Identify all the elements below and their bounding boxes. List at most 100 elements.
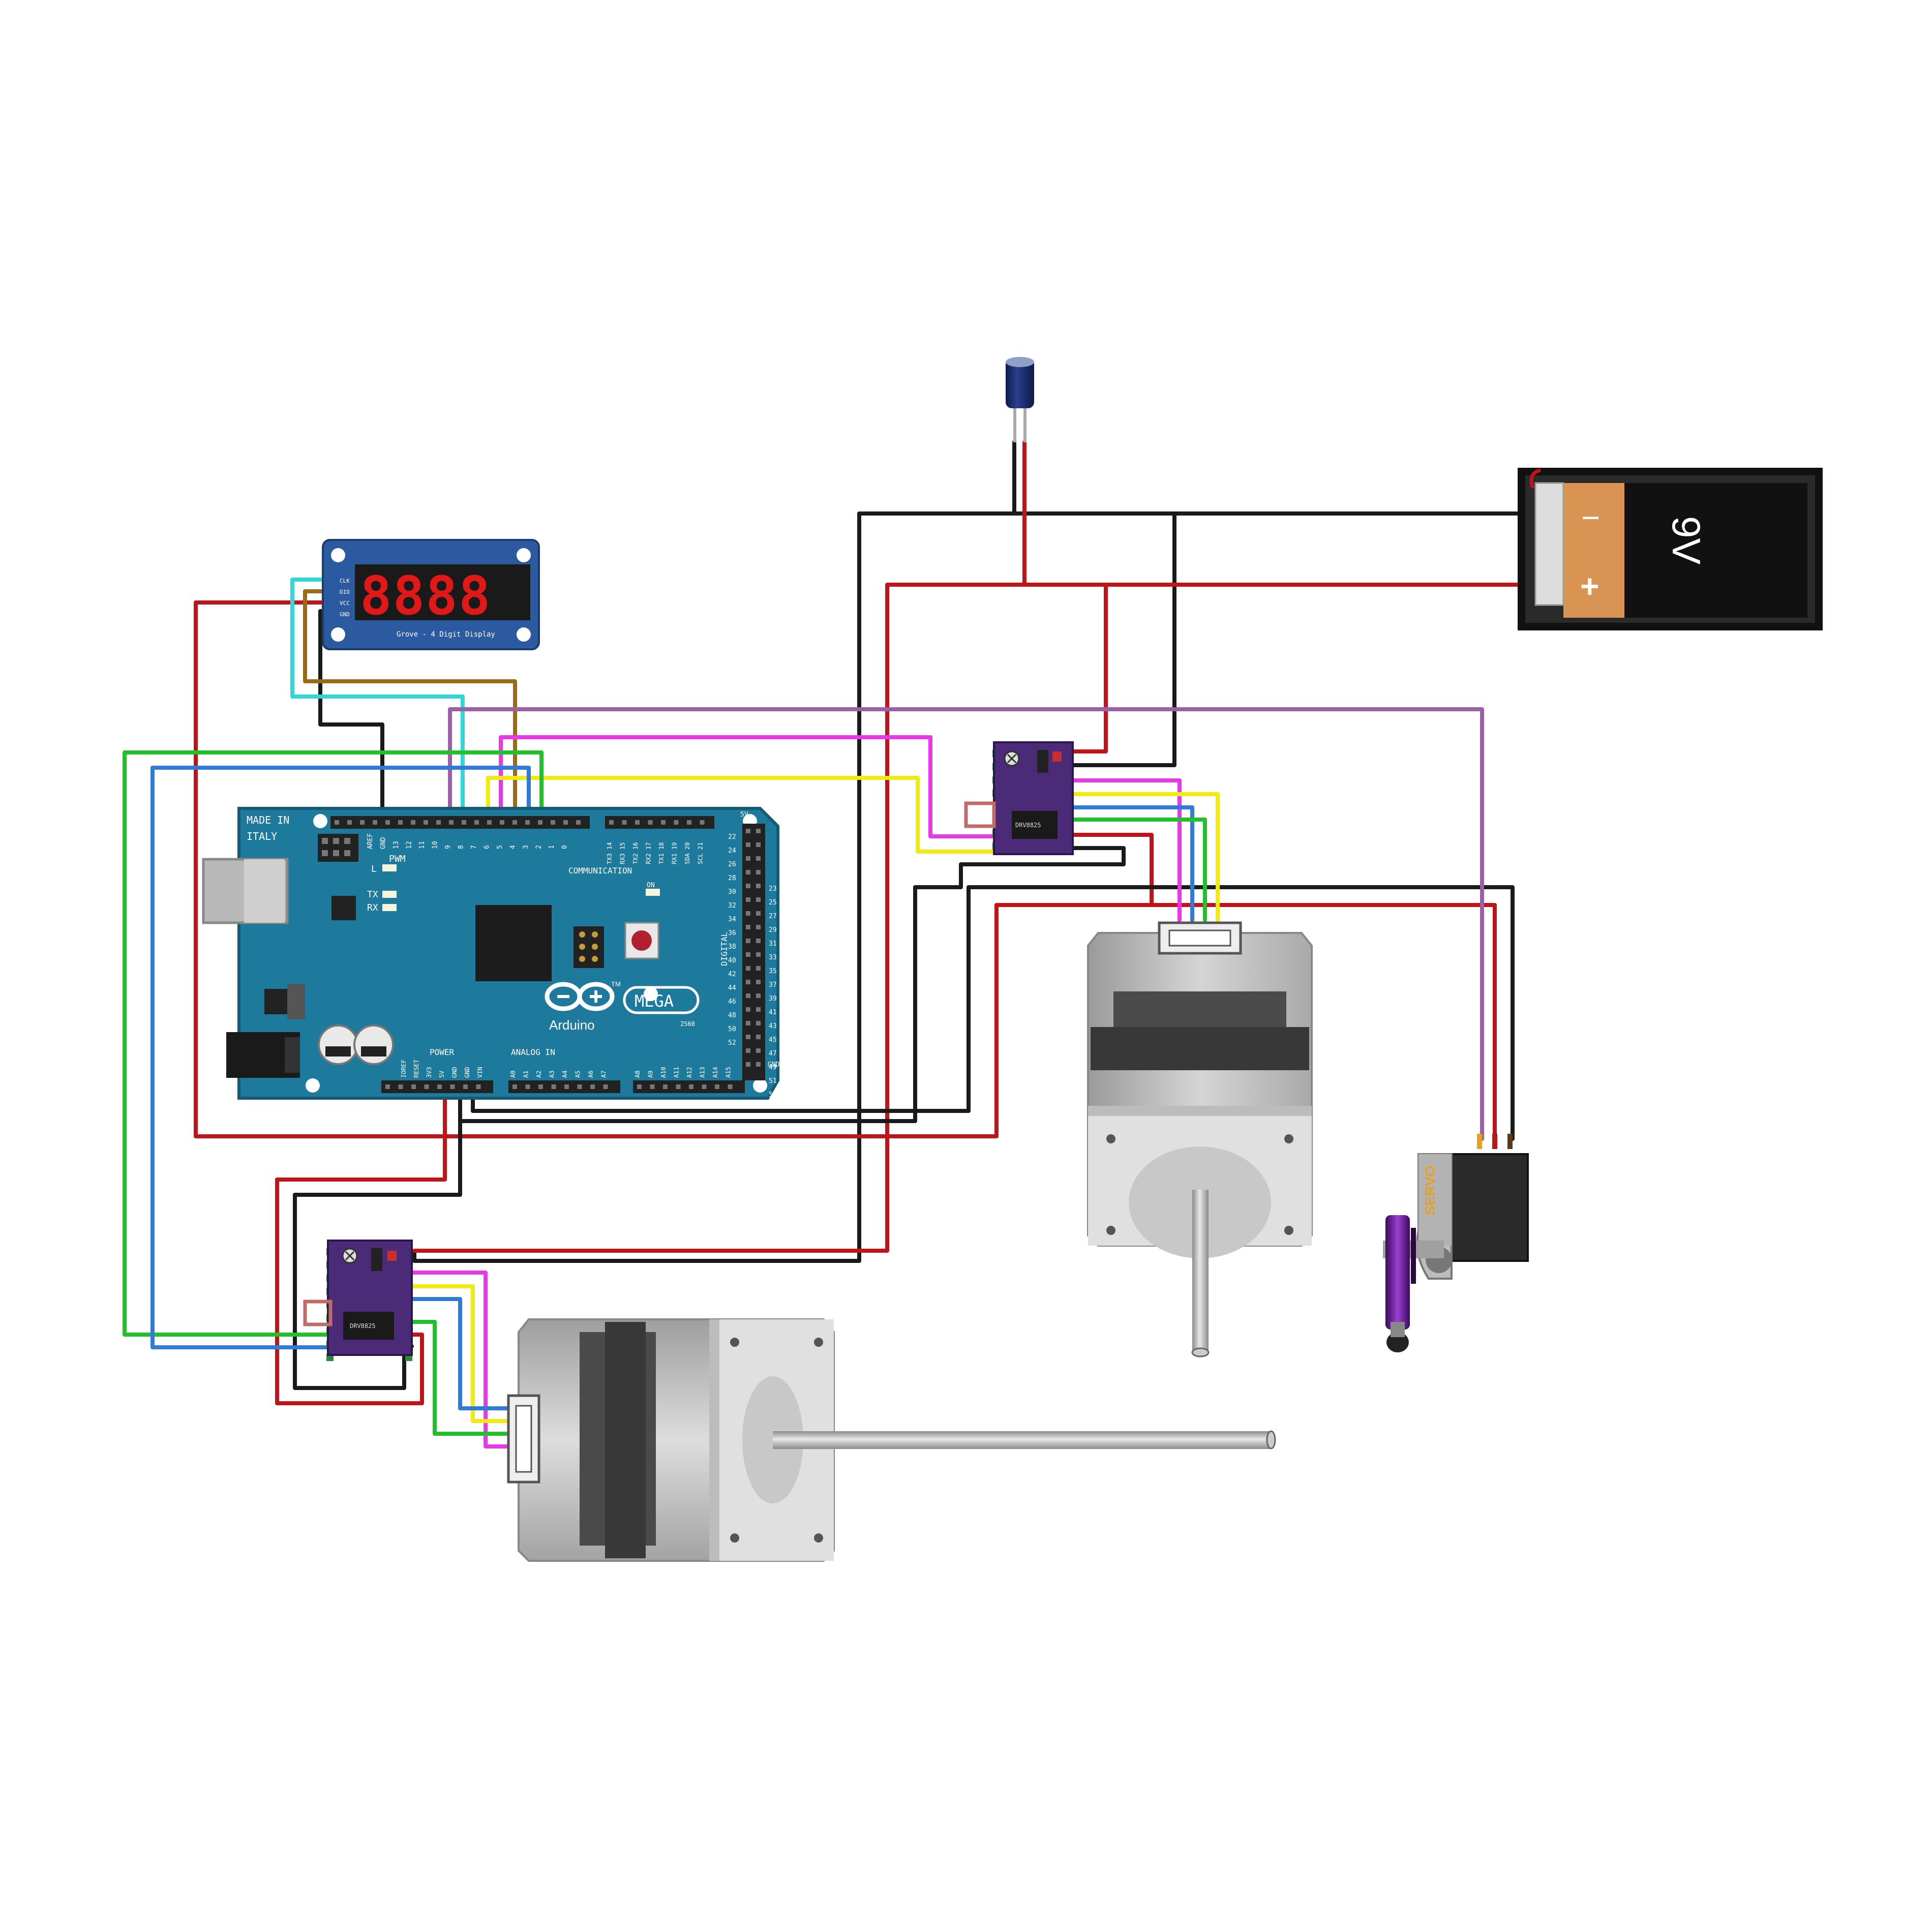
header-pin[interactable] <box>462 820 466 825</box>
reset-button-cap[interactable] <box>631 930 652 951</box>
header-pin[interactable] <box>411 820 415 825</box>
header-pin[interactable] <box>551 1084 556 1089</box>
header-pin[interactable] <box>637 1084 642 1089</box>
header-pin[interactable] <box>756 1048 761 1053</box>
header-pin[interactable] <box>661 820 666 825</box>
header-pin[interactable] <box>563 820 568 825</box>
header-pin[interactable] <box>450 1084 455 1089</box>
header-pin[interactable] <box>700 820 705 825</box>
header-pin[interactable] <box>715 1084 719 1089</box>
header-pin[interactable] <box>756 1035 761 1039</box>
header-pin[interactable] <box>590 1084 595 1089</box>
header-pin[interactable] <box>463 1084 468 1089</box>
header-pin[interactable] <box>373 820 377 825</box>
header-pin[interactable] <box>663 1084 668 1089</box>
header-pin[interactable] <box>648 820 653 825</box>
header-pin[interactable] <box>437 1084 442 1089</box>
header-pin[interactable] <box>476 1084 481 1089</box>
header-pin[interactable] <box>746 1007 750 1012</box>
header-pin[interactable] <box>746 993 750 998</box>
header-pin[interactable] <box>756 1007 761 1012</box>
pin-label-analog: A3 <box>549 1071 556 1078</box>
header-pin[interactable] <box>746 952 750 957</box>
header-pin[interactable] <box>474 820 479 825</box>
header-pin[interactable] <box>525 1084 530 1089</box>
header-pin[interactable] <box>687 820 691 825</box>
header-pin[interactable] <box>603 1084 608 1089</box>
header-pin[interactable] <box>500 820 504 825</box>
capacitor-body <box>1006 358 1034 408</box>
header-pin[interactable] <box>756 870 761 874</box>
header-pin[interactable] <box>756 911 761 916</box>
header-pin[interactable] <box>360 820 365 825</box>
header-pin[interactable] <box>635 820 640 825</box>
header-pin[interactable] <box>512 820 517 825</box>
header-pin[interactable] <box>436 820 441 825</box>
pin-label-comm: TX1 18 <box>658 842 665 864</box>
header-pin[interactable] <box>756 966 761 971</box>
header-pin[interactable] <box>746 897 750 902</box>
bottom-motor-coil-b1-wire <box>410 1297 516 1410</box>
header-pin[interactable] <box>746 1035 750 1039</box>
header-pin[interactable] <box>347 820 352 825</box>
header-pin[interactable] <box>746 1021 750 1025</box>
header-pin[interactable] <box>676 1084 681 1089</box>
header-pin[interactable] <box>385 820 390 825</box>
pin-label-comm: RX2 17 <box>645 842 652 864</box>
header-pin[interactable] <box>746 884 750 888</box>
header-pin[interactable] <box>746 870 750 874</box>
header-pin[interactable] <box>728 1084 733 1089</box>
header-pin[interactable] <box>449 820 454 825</box>
header-pin[interactable] <box>609 820 614 825</box>
header-pin[interactable] <box>746 966 750 971</box>
regulator-tab <box>287 984 305 1019</box>
header-pin[interactable] <box>512 1084 517 1089</box>
header-pin[interactable] <box>746 856 750 861</box>
header-pin[interactable] <box>424 820 428 825</box>
header-pin[interactable] <box>577 1084 582 1089</box>
header-pin[interactable] <box>756 1062 761 1067</box>
header-pin[interactable] <box>538 1084 543 1089</box>
header-pin[interactable] <box>674 820 679 825</box>
header-pin[interactable] <box>746 925 750 929</box>
header-pin[interactable] <box>756 939 761 943</box>
header-pin[interactable] <box>576 820 581 825</box>
header-pin[interactable] <box>702 1084 707 1089</box>
header-pin[interactable] <box>746 842 750 847</box>
driver-component <box>371 1248 382 1271</box>
header-pin[interactable] <box>756 1021 761 1025</box>
header-pin[interactable] <box>551 820 555 825</box>
header-pin[interactable] <box>746 911 750 916</box>
header-pin[interactable] <box>335 820 339 825</box>
header-pin[interactable] <box>756 842 761 847</box>
header-pin[interactable] <box>398 1084 403 1089</box>
header-pin[interactable] <box>538 820 542 825</box>
header-pin[interactable] <box>746 1048 750 1053</box>
pin-label-top: 6 <box>484 845 491 849</box>
header-pin[interactable] <box>487 820 492 825</box>
header-pin[interactable] <box>756 925 761 929</box>
pin-label-comm: SCL 21 <box>697 842 704 864</box>
header-pin[interactable] <box>650 1084 655 1089</box>
header-pin[interactable] <box>411 1084 416 1089</box>
header-pin[interactable] <box>424 1084 429 1089</box>
header-pin[interactable] <box>746 1062 750 1067</box>
header-pin[interactable] <box>756 993 761 998</box>
header-pin[interactable] <box>525 820 530 825</box>
usb-port-face <box>244 859 285 923</box>
header-pin[interactable] <box>746 980 750 984</box>
header-pin[interactable] <box>689 1084 693 1089</box>
header-pin[interactable] <box>756 884 761 888</box>
header-pin[interactable] <box>746 939 750 943</box>
header-pin[interactable] <box>756 856 761 861</box>
arduino-brand-label: Arduino <box>549 1017 595 1033</box>
header-pin[interactable] <box>756 952 761 957</box>
header-pin[interactable] <box>756 829 761 833</box>
header-pin[interactable] <box>756 897 761 902</box>
header-pin[interactable] <box>756 980 761 984</box>
header-pin[interactable] <box>622 820 627 825</box>
header-pin[interactable] <box>398 820 403 825</box>
header-pin[interactable] <box>385 1084 390 1089</box>
header-pin[interactable] <box>746 829 750 833</box>
header-pin[interactable] <box>564 1084 569 1089</box>
